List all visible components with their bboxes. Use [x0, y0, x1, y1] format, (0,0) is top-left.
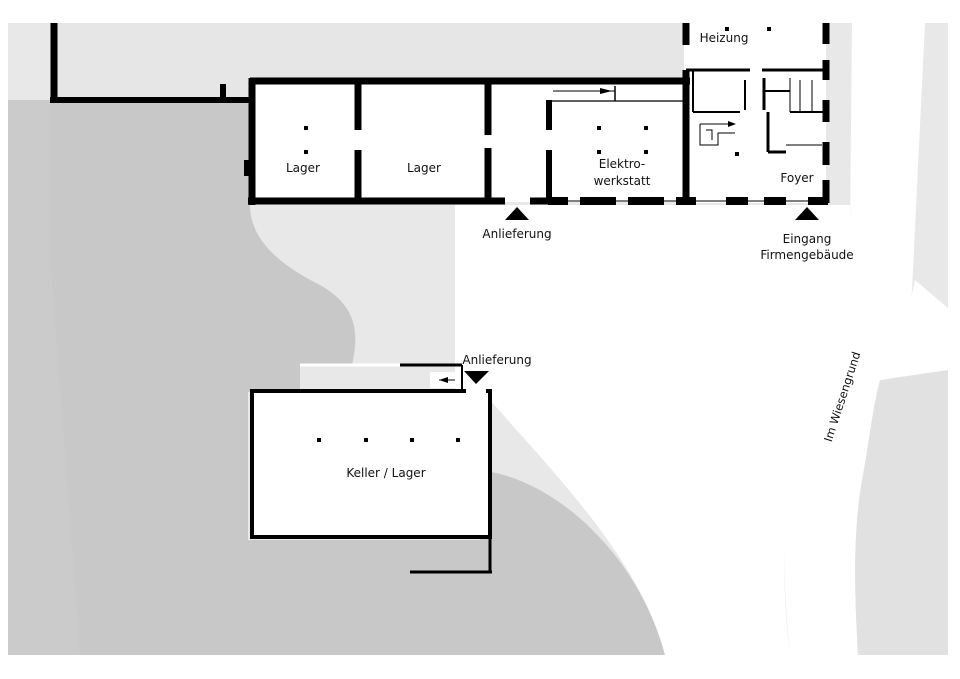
room-label-elektrowerkstatt-1: Elektro- [599, 157, 646, 171]
ground-right-wedge [880, 280, 948, 380]
room-label-heizung: Heizung [700, 31, 749, 45]
anlieferung-north-label: Anlieferung [482, 227, 551, 241]
keller-building [250, 363, 492, 574]
eingang-label-2: Firmengebäude [760, 248, 853, 262]
keller-room [250, 389, 492, 539]
ground-right-lower [855, 370, 948, 655]
room-label-lager-1: Lager [286, 161, 320, 175]
anlieferung-south-arrow-icon [464, 371, 489, 384]
anlieferung-north-arrow-icon [505, 207, 529, 220]
column-markers [304, 126, 648, 154]
keller-door-gap [466, 388, 486, 396]
room-labels: Lager Lager Elektro- werkstatt Heizung F… [286, 31, 814, 480]
foyer-stair-arrow-icon [728, 121, 736, 127]
room-label-keller-lager: Keller / Lager [346, 466, 425, 480]
anlieferung-south-label: Anlieferung [462, 353, 531, 367]
room-label-lager-2: Lager [407, 161, 441, 175]
room-label-elektrowerkstatt-2: werkstatt [594, 174, 651, 188]
hall-pier [220, 84, 226, 100]
heizung-pillar-2 [767, 27, 771, 31]
keller-column-markers [317, 438, 460, 442]
main-building [50, 23, 830, 205]
room-label-foyer: Foyer [780, 171, 813, 185]
heizung-pillar-1 [725, 27, 729, 31]
eingang-arrow-icon [795, 207, 819, 220]
annotation-labels: Anlieferung Anlieferung Eingang Firmenge… [462, 227, 853, 367]
ground-dark-area [8, 100, 665, 655]
courtyard [455, 205, 850, 655]
ground-light-strip-left [8, 100, 80, 655]
stair-arrow-icon [600, 88, 612, 94]
west-stub [244, 160, 252, 176]
eingang-label-1: Eingang [783, 232, 832, 246]
foyer-pillar [735, 152, 739, 156]
road-im-wiesengrund [784, 23, 925, 655]
building-floor [252, 82, 684, 202]
